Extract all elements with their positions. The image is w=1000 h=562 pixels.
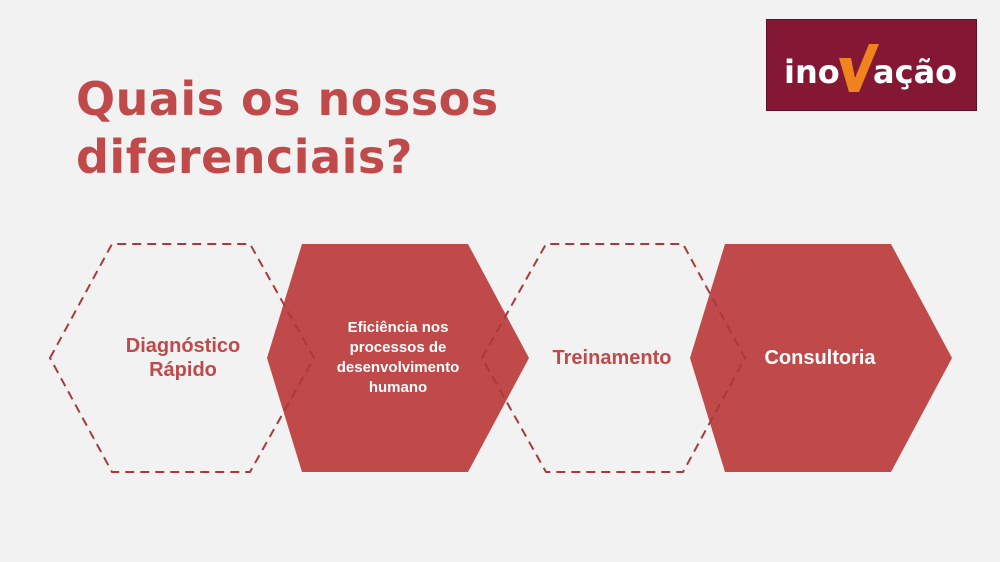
title-line-1: Quais os nossos — [76, 72, 499, 126]
hexagon-label-diagnostico: Diagnóstico Rápido — [125, 335, 241, 381]
hexagon-label-consultoria: Consultoria — [764, 347, 876, 369]
hexagon-label-treinamento: Treinamento — [552, 347, 672, 369]
logo-check-icon — [839, 44, 879, 92]
hexagon-label-efficiency: Eficiência nos processos de desenvolvime… — [336, 319, 460, 396]
hexagon-consultoria — [690, 244, 952, 472]
logo-text-start: ino — [784, 53, 840, 91]
hexagon-efficiency — [267, 244, 529, 472]
logo-text-end: ação — [873, 53, 957, 91]
title-line-2: diferenciais? — [76, 130, 413, 184]
hexagon-treinamento — [480, 243, 747, 473]
brand-logo: ino ação — [766, 19, 977, 111]
page-title: Quais os nossos diferenciais? — [76, 70, 499, 186]
logo-graphic: ino ação — [784, 44, 957, 92]
hexagon-diagnostico — [48, 243, 316, 473]
